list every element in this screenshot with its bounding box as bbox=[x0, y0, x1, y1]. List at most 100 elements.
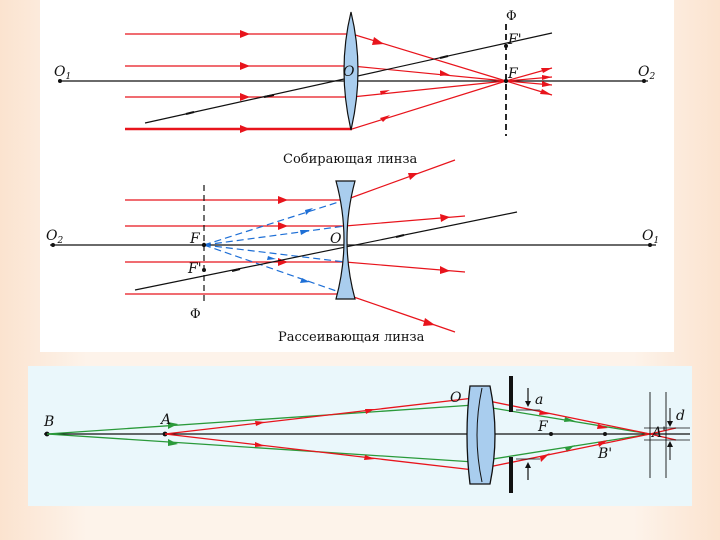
ray-arrow bbox=[542, 81, 552, 87]
imaging-diagram: B A O a F B' A' d bbox=[43, 376, 690, 493]
axis-point-right bbox=[642, 79, 646, 83]
ray-arrow bbox=[440, 266, 450, 274]
converging-lens bbox=[343, 11, 359, 131]
image-b-point bbox=[603, 432, 607, 436]
focal-plane-label: Φ bbox=[506, 9, 517, 24]
focus-prime-label: F' bbox=[187, 261, 202, 277]
image-b-label: B' bbox=[597, 446, 612, 462]
ray-arrow bbox=[408, 173, 418, 180]
ray bbox=[473, 397, 651, 435]
ray-arrow bbox=[380, 90, 390, 95]
ray-arrow bbox=[440, 214, 450, 222]
focus-prime-point bbox=[504, 44, 508, 48]
green-ray bbox=[473, 404, 651, 435]
ray-arrow bbox=[364, 455, 375, 460]
ray-arrow bbox=[255, 421, 265, 426]
secondary-axis-tick bbox=[231, 268, 241, 272]
axis-left-label: O2 bbox=[46, 228, 63, 246]
axis-left-label: O1 bbox=[54, 64, 71, 82]
axis-right-label: O2 bbox=[638, 64, 655, 82]
virtual-ray bbox=[203, 244, 346, 295]
ray-arrow bbox=[423, 318, 435, 326]
ray bbox=[344, 293, 456, 333]
focus-point bbox=[549, 432, 553, 436]
spot-label: d bbox=[676, 408, 685, 424]
virtual-ray-arrow bbox=[300, 230, 310, 235]
ray-arrow bbox=[372, 37, 384, 45]
ray-arrow bbox=[541, 68, 552, 73]
converging-lens-diagram: O1 O2 O F F' Φ Собирающая линза bbox=[54, 9, 655, 167]
axis-point-right bbox=[648, 243, 652, 247]
diverging-lens-diagram: O2 O1 O F F' Φ Рассеивающая линза bbox=[46, 159, 659, 345]
virtual-ray bbox=[203, 244, 346, 263]
focal-plane-label: Φ bbox=[190, 307, 201, 322]
image-a-label: A' bbox=[650, 425, 666, 441]
ray-arrow bbox=[540, 89, 552, 95]
ray bbox=[344, 159, 456, 201]
ray bbox=[649, 433, 677, 441]
ray bbox=[351, 80, 507, 98]
green-ray bbox=[46, 404, 475, 435]
ray-arrow bbox=[278, 196, 288, 204]
focus-point bbox=[201, 242, 207, 248]
focus-prime-point bbox=[202, 268, 206, 272]
virtual-ray bbox=[203, 225, 346, 246]
ray bbox=[649, 427, 677, 435]
ray-arrow bbox=[255, 442, 265, 447]
secondary-axis-tick bbox=[395, 234, 405, 238]
ray-arrow bbox=[380, 115, 390, 122]
virtual-ray-arrow bbox=[267, 256, 276, 260]
diverging-caption: Рассеивающая линза bbox=[278, 330, 425, 345]
lens-inner-curve bbox=[476, 387, 483, 483]
focus-label: F bbox=[507, 66, 519, 82]
ray-arrow bbox=[440, 70, 450, 76]
aperture-label: a bbox=[535, 392, 543, 408]
ray-arrow bbox=[539, 410, 550, 415]
axis-right-label: O1 bbox=[642, 228, 659, 246]
focus-point bbox=[503, 78, 509, 84]
ray-arrow bbox=[240, 125, 250, 133]
green-ray-arrow bbox=[168, 422, 178, 429]
focus-prime-label: F' bbox=[507, 32, 522, 48]
ray-arrow bbox=[598, 440, 608, 447]
ray bbox=[164, 397, 475, 435]
ray-arrow bbox=[240, 62, 250, 70]
secondary-axis bbox=[134, 211, 518, 291]
imaging-panel bbox=[28, 366, 692, 506]
secondary-axis-tick bbox=[185, 111, 195, 115]
aperture-stop-top bbox=[509, 376, 513, 412]
ray-arrow bbox=[278, 222, 288, 230]
ray bbox=[473, 433, 651, 471]
virtual-ray-arrow bbox=[305, 208, 313, 215]
green-ray-arrow bbox=[168, 439, 178, 446]
ray-arrow bbox=[240, 93, 250, 101]
point-a-label: A bbox=[159, 412, 171, 428]
ray-arrow bbox=[540, 453, 550, 462]
ray bbox=[351, 80, 507, 130]
focus-label: F bbox=[537, 419, 549, 435]
ray bbox=[164, 433, 475, 471]
secondary-axis-tick bbox=[439, 55, 449, 59]
green-ray-arrow bbox=[564, 417, 575, 422]
green-ray bbox=[473, 433, 651, 463]
ray-arrow bbox=[597, 424, 608, 429]
axis-point-left bbox=[58, 79, 62, 83]
secondary-axis-tick bbox=[263, 94, 275, 98]
ray-arrow bbox=[365, 409, 375, 414]
diverging-lens bbox=[335, 180, 356, 300]
ray bbox=[351, 65, 507, 82]
axis-point-left bbox=[51, 243, 55, 247]
lens-center-label: O bbox=[330, 231, 342, 247]
point-b-label: B bbox=[43, 414, 54, 430]
aperture-stop-bottom bbox=[509, 457, 513, 493]
green-ray bbox=[46, 433, 475, 463]
ray-arrow bbox=[240, 30, 250, 38]
lens-center-label: O bbox=[450, 390, 462, 406]
imaging-lens bbox=[466, 385, 496, 485]
ray-arrow bbox=[542, 75, 552, 80]
focus-label: F bbox=[189, 231, 201, 247]
virtual-ray-arrow bbox=[300, 278, 310, 283]
converging-caption: Собирающая линза bbox=[283, 152, 418, 167]
virtual-ray bbox=[203, 199, 346, 246]
